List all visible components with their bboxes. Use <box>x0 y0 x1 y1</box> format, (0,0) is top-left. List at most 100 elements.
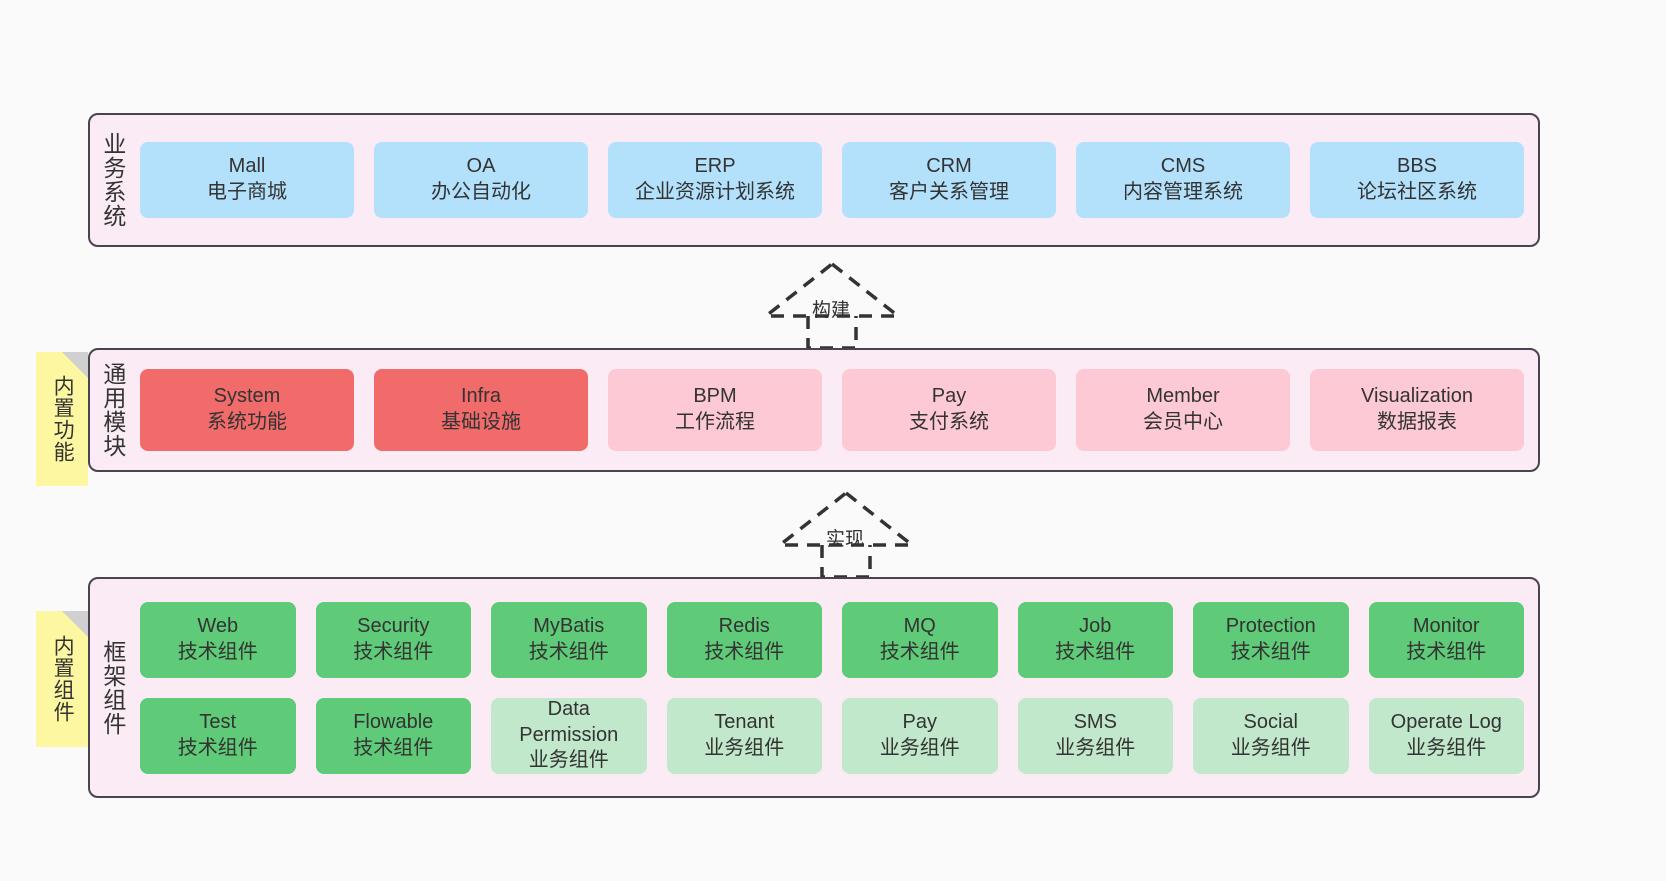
card-row: Mall 电子商城 OA 办公自动化 ERP 企业资源计划系统 CRM 客户关系… <box>140 142 1524 218</box>
card-title: BBS <box>1396 155 1438 178</box>
card-security[interactable]: Security 技术组件 <box>315 601 471 678</box>
layer-body-common-modules: System 系统功能 Infra 基础设施 BPM 工作流程 Pay 支付系统… <box>134 350 1538 470</box>
card-title: OA <box>466 155 496 178</box>
card-title: MyBatis <box>533 614 605 637</box>
card-erp[interactable]: ERP 企业资源计划系统 <box>608 142 822 218</box>
card-subtitle: 技术组件 <box>177 736 258 759</box>
layer-title-common-modules: 通用模块 <box>99 362 126 458</box>
card-subtitle: 内容管理系统 <box>1123 181 1243 203</box>
card-grid: Web 技术组件 Security 技术组件 MyBatis 技术组件 Redi… <box>140 601 1524 774</box>
card-crm[interactable]: CRM 客户关系管理 <box>842 142 1056 218</box>
sticky-note-label: 内置组件 <box>51 635 75 723</box>
card-member[interactable]: Member 会员中心 <box>1076 369 1290 451</box>
card-mall[interactable]: Mall 电子商城 <box>140 142 354 218</box>
generalization-triangle-icon <box>760 261 904 318</box>
card-title: Flowable <box>353 710 434 733</box>
card-title: Test <box>199 710 237 733</box>
sticky-note-builtin-components: 内置组件 <box>36 611 88 747</box>
card-title: BPM <box>693 385 737 408</box>
generalization-triangle-icon <box>774 490 918 547</box>
card-subtitle: 技术组件 <box>177 640 258 663</box>
card-web[interactable]: Web 技术组件 <box>140 601 296 678</box>
card-oa[interactable]: OA 办公自动化 <box>374 142 588 218</box>
sticky-note-builtin-features: 内置功能 <box>36 352 88 486</box>
card-title: MQ <box>903 614 936 637</box>
card-subtitle: 技术组件 <box>704 640 785 663</box>
layer-framework-components: 框架组件 Web 技术组件 Security 技术组件 MyBatis 技术组件 <box>88 577 1540 798</box>
card-subtitle: 业务组件 <box>704 736 785 759</box>
card-title: Visualization <box>1361 385 1473 408</box>
card-row-technical: Web 技术组件 Security 技术组件 MyBatis 技术组件 Redi… <box>140 601 1524 678</box>
card-title: Tenant <box>714 710 775 733</box>
card-subtitle: 技术组件 <box>1406 640 1487 663</box>
card-test[interactable]: Test 技术组件 <box>140 697 296 774</box>
card-redis[interactable]: Redis 技术组件 <box>666 601 822 678</box>
card-subtitle: 技术组件 <box>879 640 960 663</box>
card-mq[interactable]: MQ 技术组件 <box>842 601 998 678</box>
card-title: CRM <box>926 155 972 178</box>
card-subtitle: 工作流程 <box>675 411 755 433</box>
note-fold-corner-icon <box>62 352 88 378</box>
card-protection[interactable]: Protection 技术组件 <box>1193 601 1349 678</box>
card-title: Redis <box>718 614 770 637</box>
card-subtitle: 技术组件 <box>528 640 609 663</box>
card-sms[interactable]: SMS 业务组件 <box>1017 697 1173 774</box>
card-title: CMS <box>1160 155 1206 178</box>
card-title: Protection <box>1225 614 1316 637</box>
card-row-business: Test 技术组件 Flowable 技术组件 Data Permission … <box>140 697 1524 774</box>
layer-title-framework-components: 框架组件 <box>99 639 126 736</box>
card-subtitle: 数据报表 <box>1377 411 1457 433</box>
card-subtitle: 业务组件 <box>1230 736 1311 759</box>
sticky-note-label: 内置功能 <box>51 375 75 463</box>
card-job[interactable]: Job 技术组件 <box>1017 601 1173 678</box>
card-cms[interactable]: CMS 内容管理系统 <box>1076 142 1290 218</box>
card-title: Social <box>1243 710 1298 733</box>
card-system[interactable]: System 系统功能 <box>140 369 354 451</box>
card-subtitle: 业务组件 <box>528 749 609 772</box>
card-title: Infra <box>460 385 502 408</box>
card-title: System <box>213 385 281 408</box>
card-title: Job <box>1079 614 1112 637</box>
card-title: Pay <box>902 710 937 733</box>
card-title: Web <box>197 614 239 637</box>
connector-build-label: 构建 <box>812 300 851 321</box>
card-title: Security <box>357 614 430 637</box>
card-pay-module[interactable]: Pay 支付系统 <box>842 369 1056 451</box>
card-subtitle: 技术组件 <box>1055 640 1136 663</box>
card-subtitle: 技术组件 <box>353 640 434 663</box>
card-subtitle: 基础设施 <box>441 411 521 433</box>
card-mybatis[interactable]: MyBatis 技术组件 <box>491 601 647 678</box>
card-subtitle: 技术组件 <box>1230 640 1311 663</box>
card-title: ERP <box>694 155 736 178</box>
card-subtitle: 技术组件 <box>353 736 434 759</box>
card-flowable[interactable]: Flowable 技术组件 <box>315 697 471 774</box>
card-subtitle: 业务组件 <box>879 736 960 759</box>
card-data-permission[interactable]: Data Permission 业务组件 <box>491 697 647 774</box>
layer-common-modules: 通用模块 System 系统功能 Infra 基础设施 BPM 工作流程 Pay… <box>88 348 1540 472</box>
note-fold-corner-icon <box>62 611 88 637</box>
layer-title-business-systems: 业务系统 <box>99 132 126 228</box>
card-operate-log[interactable]: Operate Log 业务组件 <box>1368 697 1524 774</box>
layer-body-business-systems: Mall 电子商城 OA 办公自动化 ERP 企业资源计划系统 CRM 客户关系… <box>134 115 1538 245</box>
card-pay-component[interactable]: Pay 业务组件 <box>842 697 998 774</box>
card-title: Mall <box>228 155 266 178</box>
card-social[interactable]: Social 业务组件 <box>1193 697 1349 774</box>
card-subtitle: 业务组件 <box>1406 736 1487 759</box>
card-bpm[interactable]: BPM 工作流程 <box>608 369 822 451</box>
card-title: Member <box>1146 385 1220 408</box>
card-subtitle: 业务组件 <box>1055 736 1136 759</box>
card-subtitle: 系统功能 <box>207 411 287 433</box>
card-tenant[interactable]: Tenant 业务组件 <box>666 697 822 774</box>
card-title: Data Permission <box>519 698 619 746</box>
card-subtitle: 办公自动化 <box>431 181 531 203</box>
card-row: System 系统功能 Infra 基础设施 BPM 工作流程 Pay 支付系统… <box>140 369 1524 451</box>
card-title: Pay <box>931 385 967 408</box>
layer-business-systems: 业务系统 Mall 电子商城 OA 办公自动化 ERP 企业资源计划系统 CRM… <box>88 113 1540 247</box>
card-visualization[interactable]: Visualization 数据报表 <box>1310 369 1524 451</box>
card-subtitle: 企业资源计划系统 <box>635 181 795 203</box>
card-bbs[interactable]: BBS 论坛社区系统 <box>1310 142 1524 218</box>
layer-body-framework-components: Web 技术组件 Security 技术组件 MyBatis 技术组件 Redi… <box>134 579 1538 796</box>
card-monitor[interactable]: Monitor 技术组件 <box>1368 601 1524 678</box>
card-infra[interactable]: Infra 基础设施 <box>374 369 588 451</box>
